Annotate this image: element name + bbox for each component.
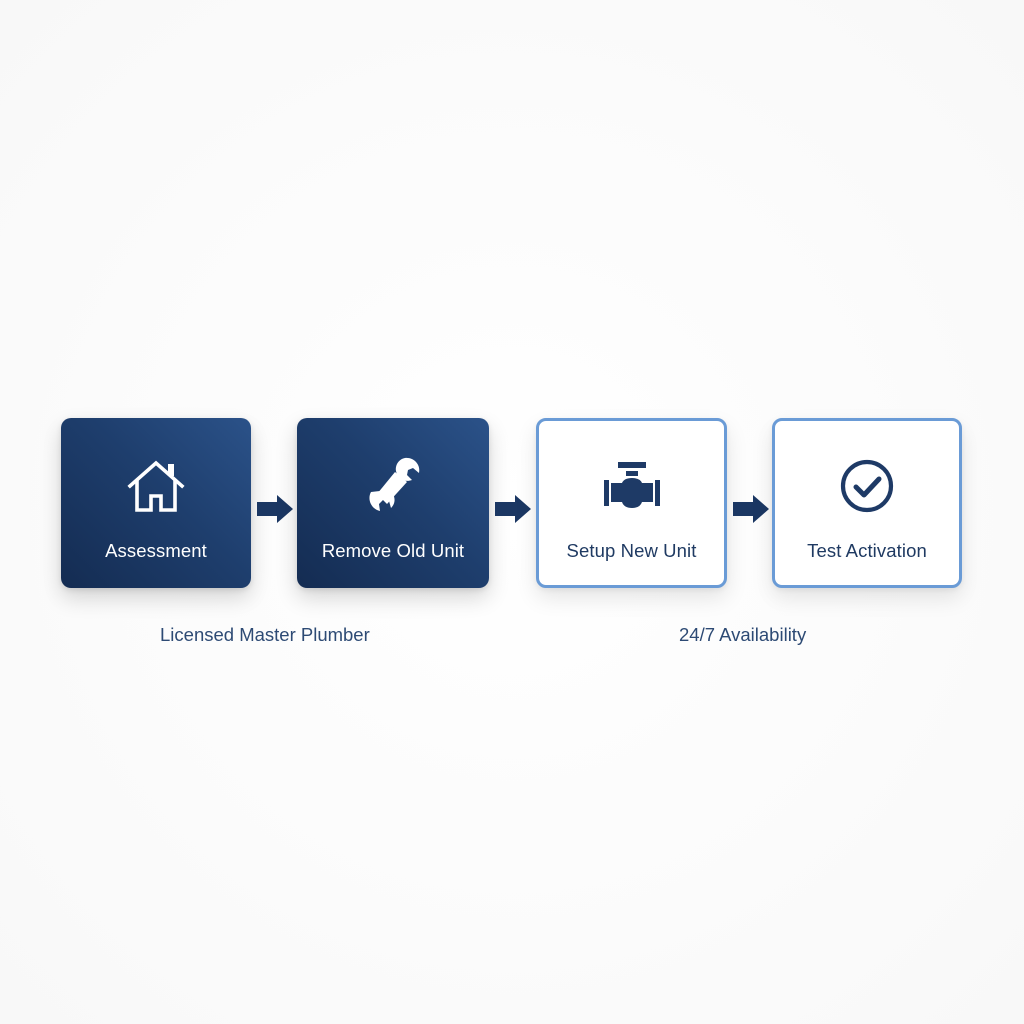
step-label: Setup New Unit xyxy=(566,540,697,561)
wrench-icon xyxy=(369,457,420,511)
step-label: Assessment xyxy=(105,540,207,561)
step-label: Test Activation xyxy=(807,540,927,561)
arrow-right-icon xyxy=(257,495,293,523)
step-setup-new-unit: Setup New Unit xyxy=(536,418,727,588)
pipe-valve-icon xyxy=(603,462,660,508)
caption-availability: 24/7 Availability xyxy=(679,624,807,645)
caption-licensed-master-plumber: Licensed Master Plumber xyxy=(160,624,370,645)
arrow-right-icon xyxy=(733,495,769,523)
step-remove-old-unit: Remove Old Unit xyxy=(297,418,489,588)
arrow-right-icon xyxy=(495,495,531,523)
check-circle-icon xyxy=(840,459,894,513)
step-label: Remove Old Unit xyxy=(321,540,465,561)
step-assessment: Assessment xyxy=(61,418,251,588)
step-test-activation: Test Activation xyxy=(772,418,962,588)
house-icon xyxy=(127,460,185,512)
